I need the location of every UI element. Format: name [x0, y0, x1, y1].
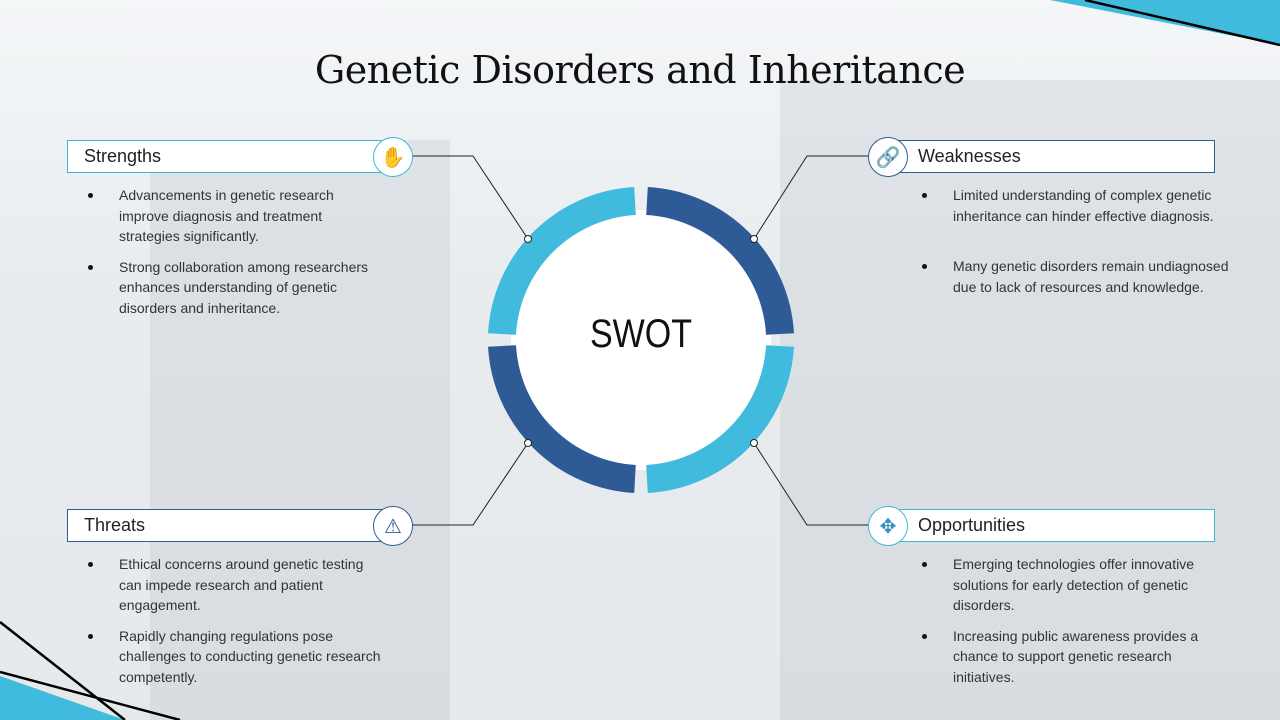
strengths-header: Strengths — [67, 140, 392, 173]
list-item: Limited understanding of complex genetic… — [919, 185, 1229, 226]
list-item: Rapidly changing regulations pose challe… — [85, 626, 385, 688]
swot-center-label: SWOT — [590, 312, 692, 356]
strengths-list: Advancements in genetic research improve… — [85, 185, 385, 328]
list-item: Many genetic disorders remain undiagnose… — [919, 256, 1229, 297]
opportunities-header: Opportunities — [890, 509, 1215, 542]
weaknesses-header: Weaknesses — [890, 140, 1215, 173]
background-building — [150, 140, 450, 720]
warning-bomb-icon: ⚠ — [373, 506, 413, 546]
list-item: Emerging technologies offer innovative s… — [919, 554, 1219, 616]
opportunities-list: Emerging technologies offer innovative s… — [919, 554, 1219, 697]
background-building — [780, 80, 1280, 720]
weaknesses-list: Limited understanding of complex genetic… — [919, 185, 1229, 307]
page-title: Genetic Disorders and Inheritance — [314, 48, 966, 92]
threats-list: Ethical concerns around genetic testing … — [85, 554, 385, 697]
list-item: Ethical concerns around genetic testing … — [85, 554, 385, 616]
threats-header: Threats — [67, 509, 392, 542]
person-expand-icon: ✥ — [868, 506, 908, 546]
raised-hands-icon: ✋ — [373, 137, 413, 177]
list-item: Advancements in genetic research improve… — [85, 185, 385, 247]
broken-link-icon: 🔗 — [868, 137, 908, 177]
list-item: Increasing public awareness provides a c… — [919, 626, 1219, 688]
list-item: Strong collaboration among researchers e… — [85, 257, 385, 319]
